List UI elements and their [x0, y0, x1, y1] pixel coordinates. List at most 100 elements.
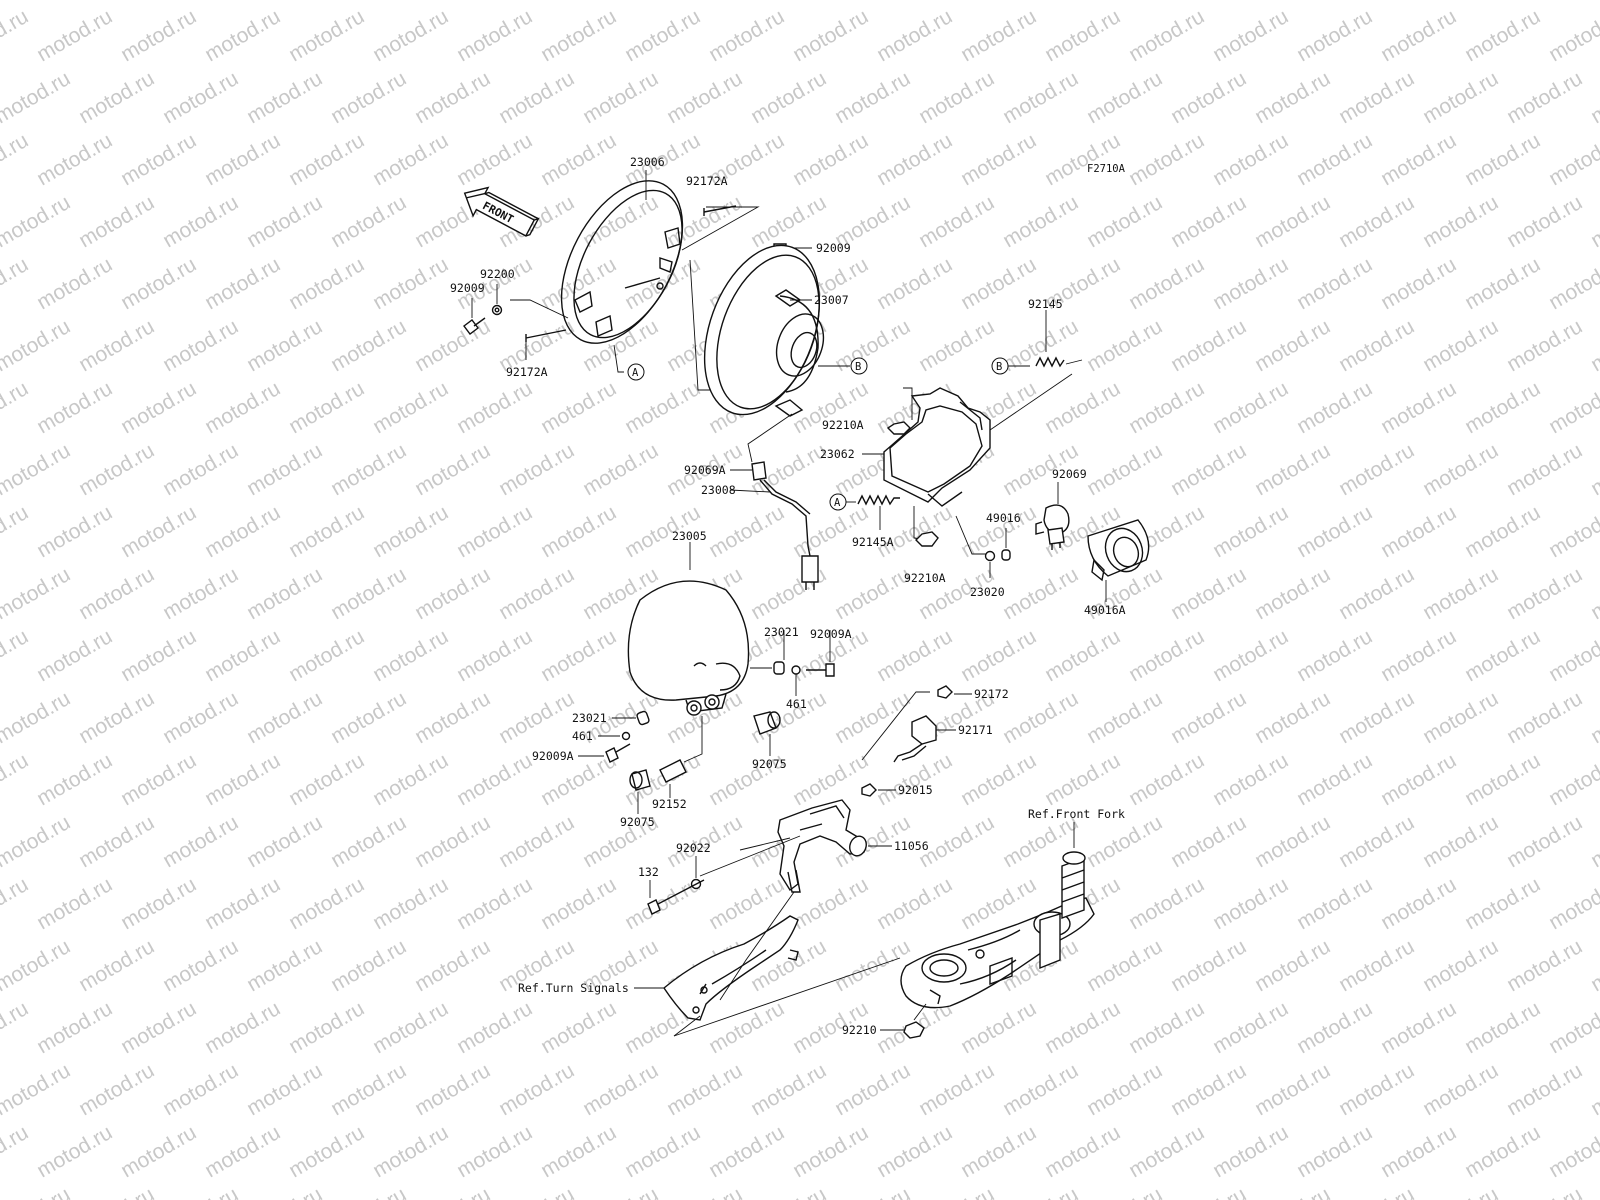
- watermark-text: motod.ru: [1251, 563, 1334, 624]
- watermark-text: motod.ru: [201, 253, 284, 314]
- watermark-text: motod.ru: [1209, 1121, 1292, 1182]
- watermark-text: motod.ru: [1125, 749, 1208, 810]
- watermark-text: motod.ru: [957, 5, 1040, 66]
- watermark-text: motod.ru: [285, 377, 368, 438]
- ref-marker-b-top: B: [850, 357, 868, 375]
- watermark-text: motod.ru: [1461, 253, 1544, 314]
- watermark-text: motod.ru: [243, 439, 326, 500]
- watermark-text: motod.ru: [537, 997, 620, 1058]
- watermark-text: motod.ru: [1545, 625, 1600, 686]
- watermark-text: motod.ru: [495, 563, 578, 624]
- watermark-text: motod.ru: [1419, 1059, 1502, 1120]
- watermark-text: motod.ru: [0, 935, 74, 996]
- watermark-text: motod.ru: [873, 873, 956, 934]
- watermark-text: motod.ru: [75, 687, 158, 748]
- watermark-text: motod.ru: [1419, 1183, 1502, 1200]
- watermark-text: motod.ru: [1251, 0, 1334, 4]
- watermark-text: motod.ru: [747, 67, 830, 128]
- watermark-text: motod.ru: [411, 935, 494, 996]
- headlight-unit-23007: [703, 244, 825, 417]
- watermark-text: motod.ru: [1587, 67, 1600, 128]
- label-ref-turn-signals: Ref.Turn Signals: [518, 981, 629, 995]
- label-11056: 11056: [894, 839, 929, 853]
- watermark-text: motod.ru: [1041, 1121, 1124, 1182]
- watermark-text: motod.ru: [1587, 935, 1600, 996]
- watermark-text: motod.ru: [579, 67, 662, 128]
- watermark-text: motod.ru: [831, 315, 914, 376]
- watermark-text: motod.ru: [1377, 253, 1460, 314]
- watermark-text: motod.ru: [75, 439, 158, 500]
- watermark-text: motod.ru: [0, 997, 32, 1058]
- watermark-text: motod.ru: [789, 749, 872, 810]
- label-92172: 92172: [974, 687, 1009, 701]
- watermark-text: motod.ru: [285, 873, 368, 934]
- bushing-23021-right: [773, 661, 785, 675]
- watermark-text: motod.ru: [0, 1059, 74, 1120]
- bulb-92069: [1035, 504, 1070, 550]
- watermark-text: motod.ru: [33, 129, 116, 190]
- watermark-text: motod.ru: [537, 1121, 620, 1182]
- watermark-text: motod.ru: [1587, 563, 1600, 624]
- watermark-text: motod.ru: [411, 687, 494, 748]
- watermark-text: motod.ru: [1503, 811, 1586, 872]
- watermark-text: motod.ru: [1293, 5, 1376, 66]
- watermark-text: motod.ru: [1167, 563, 1250, 624]
- watermark-text: motod.ru: [537, 253, 620, 314]
- watermark-text: motod.ru: [243, 811, 326, 872]
- watermark-text: motod.ru: [243, 687, 326, 748]
- ref-marker-a-left: A: [627, 363, 645, 381]
- socket-92069A: [751, 461, 767, 481]
- watermark-text: motod.ru: [1209, 129, 1292, 190]
- label-92009A-right: 92009A: [810, 627, 852, 641]
- watermark-text: motod.ru: [453, 501, 536, 562]
- watermark-text: motod.ru: [1335, 0, 1418, 4]
- watermark-text: motod.ru: [1209, 253, 1292, 314]
- bolt-132: [647, 879, 705, 915]
- ref-marker-b-right: B: [991, 357, 1009, 375]
- label-461-right: 461: [786, 697, 807, 711]
- watermark-text: motod.ru: [33, 873, 116, 934]
- watermark-text: motod.ru: [75, 67, 158, 128]
- watermark-text: motod.ru: [159, 563, 242, 624]
- watermark-text: motod.ru: [117, 1121, 200, 1182]
- watermark-text: motod.ru: [1083, 191, 1166, 252]
- bracket-92171: [893, 715, 937, 763]
- watermark-text: motod.ru: [1251, 1183, 1334, 1200]
- watermark-text: motod.ru: [789, 873, 872, 934]
- watermark-text: motod.ru: [1335, 1183, 1418, 1200]
- watermark-text: motod.ru: [0, 377, 32, 438]
- watermark-text: motod.ru: [873, 749, 956, 810]
- watermark-text: motod.ru: [789, 1121, 872, 1182]
- bolt-92009A-left: [605, 743, 631, 763]
- figure-code: F2710A: [1087, 163, 1126, 175]
- label-92009-top: 92009: [816, 241, 851, 255]
- watermark-text: motod.ru: [831, 1183, 914, 1200]
- watermark-text: motod.ru: [1419, 0, 1502, 4]
- watermark-text: motod.ru: [1125, 873, 1208, 934]
- watermark-text: motod.ru: [285, 501, 368, 562]
- watermark-text: motod.ru: [1503, 1059, 1586, 1120]
- watermark-text: motod.ru: [1335, 315, 1418, 376]
- watermark-text: motod.ru: [369, 997, 452, 1058]
- watermark-text: motod.ru: [201, 129, 284, 190]
- callout-labels: 23006 92172A 92009 92200 92009 92172A 23…: [450, 155, 1126, 1037]
- watermark-text: motod.ru: [0, 1121, 32, 1182]
- watermark-text: motod.ru: [1335, 563, 1418, 624]
- watermark-text: motod.ru: [1041, 625, 1124, 686]
- watermark-text: motod.ru: [1335, 811, 1418, 872]
- label-23062: 23062: [820, 447, 855, 461]
- watermark-text: motod.ru: [33, 749, 116, 810]
- watermark-text: motod.ru: [33, 253, 116, 314]
- watermark-text: motod.ru: [159, 67, 242, 128]
- watermark-text: motod.ru: [579, 0, 662, 4]
- watermark-text: motod.ru: [1041, 749, 1124, 810]
- dust-cover-49016A: [1087, 519, 1150, 582]
- watermark-text: motod.ru: [453, 625, 536, 686]
- watermark-text: motod.ru: [327, 811, 410, 872]
- watermark-text: motod.ru: [285, 625, 368, 686]
- label-23021-right: 23021: [764, 625, 799, 639]
- watermark-text: motod.ru: [201, 749, 284, 810]
- watermark-text: motod.ru: [33, 1121, 116, 1182]
- watermark-text: motod.ru: [75, 315, 158, 376]
- watermark-text: motod.ru: [75, 563, 158, 624]
